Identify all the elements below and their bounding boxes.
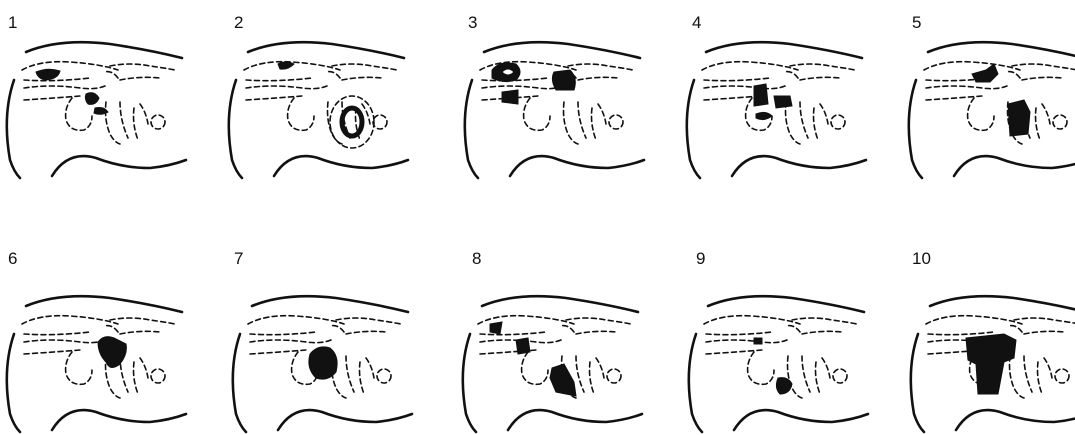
lesion-mark [550,364,576,396]
lesion-mark [85,93,99,105]
lesion-mark [516,338,530,354]
anatomy-outline [7,296,186,432]
panel-8: 8 [463,249,642,432]
lesion-mark [309,347,337,379]
panel-number: 3 [468,13,477,32]
lesion-boundary [330,96,374,148]
panel-2: 2 [229,13,408,178]
anatomy-outline [465,42,644,178]
lesion-mark [754,84,768,106]
lesion-mark [94,108,108,115]
lesion-mark [490,322,502,334]
anatomy-outline [909,42,1075,178]
panel-7: 7 [233,249,412,432]
lesion-mark [972,64,998,82]
panel-6: 6 [7,249,186,432]
lesion-mark [776,378,792,394]
panel-number: 5 [912,13,921,32]
panel-number: 1 [8,13,17,32]
lesion-mark [966,334,1016,394]
anatomy-outline [229,42,408,178]
panel-number: 10 [912,249,931,268]
lesion-mark [552,70,575,90]
lesion-mark [98,337,126,368]
panel-number: 8 [472,249,481,268]
panel-3: 3 [465,13,644,178]
panel-number: 7 [234,249,243,268]
lesion-mark [36,69,60,80]
panel-4: 4 [687,13,866,178]
lesion-mark [754,338,762,344]
anatomy-outline [463,296,642,432]
panel-1: 1 [7,13,186,178]
panel-10: 10 [911,249,1075,432]
panel-number: 2 [234,13,243,32]
panel-number: 4 [692,13,701,32]
lesion-mark [774,96,792,108]
panel-9: 9 [689,249,868,432]
anatomy-outline [689,296,868,432]
lesion-mark [492,63,520,82]
panel-number: 9 [696,249,705,268]
anatomy-outline [687,42,866,178]
lesion-mark [1008,100,1030,136]
lesion-mark [756,112,772,119]
lesion-mark [278,62,294,69]
panel-5: 5 [909,13,1075,178]
lesion-mark [502,90,518,104]
panel-number: 6 [8,249,17,268]
